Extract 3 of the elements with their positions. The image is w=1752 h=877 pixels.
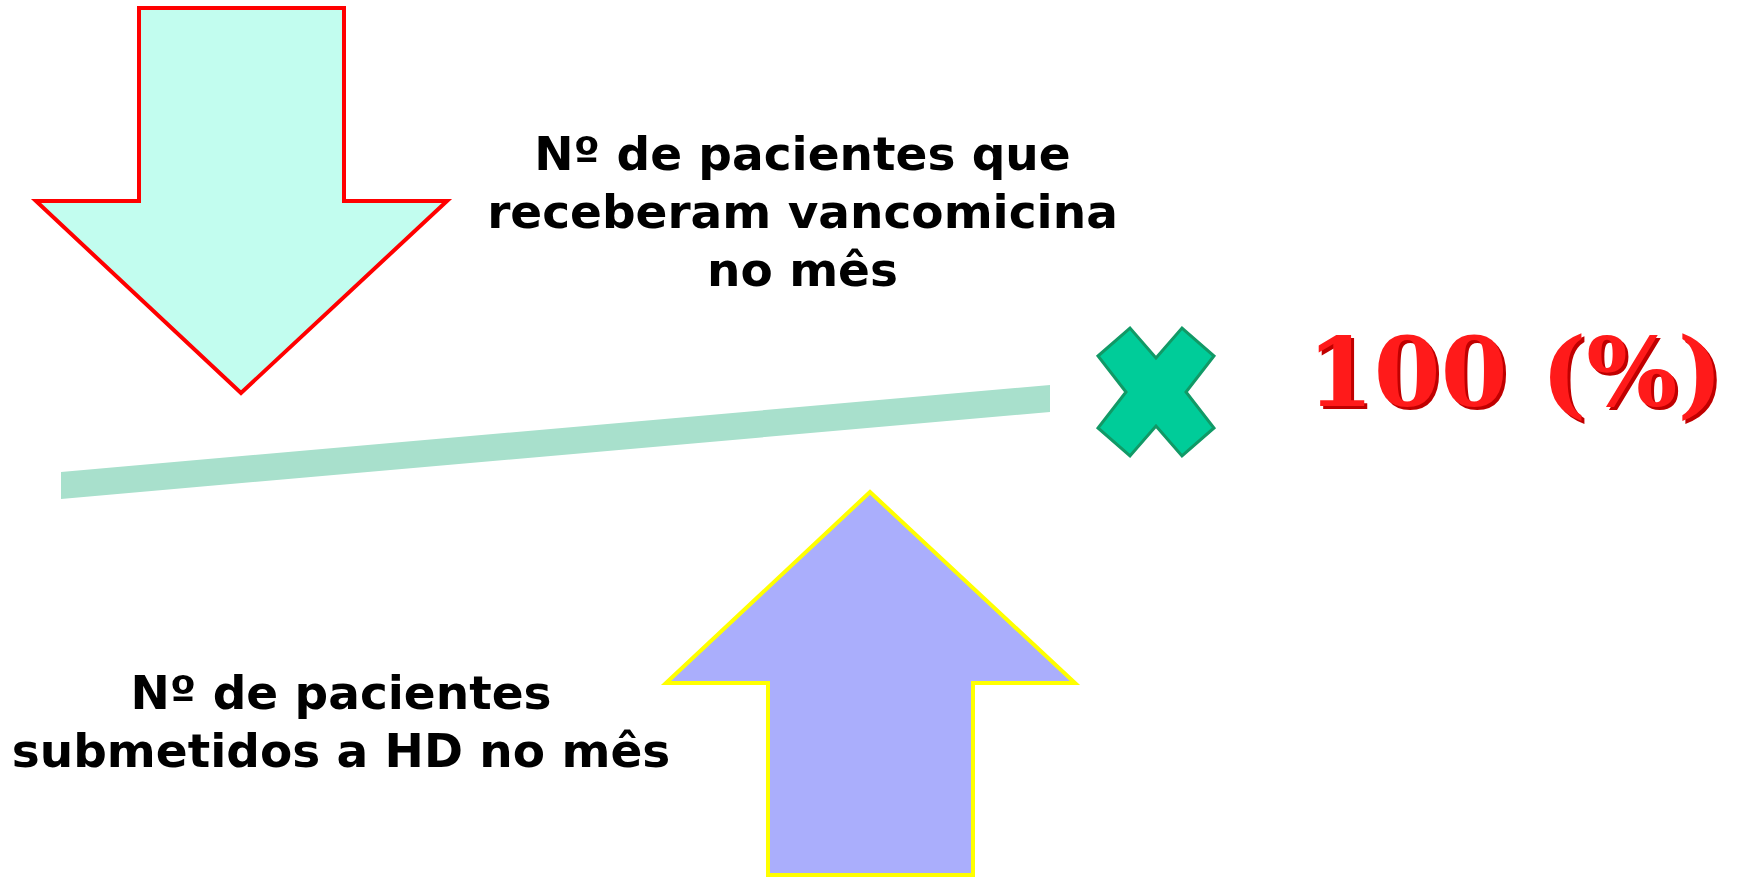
percentage-text: 100 (%) xyxy=(1306,318,1724,428)
numerator-text: Nº de pacientes que receberam vancomicina no mês xyxy=(486,125,1119,299)
denominator-text: Nº de pacientes submetidos a HD no mês xyxy=(10,664,672,780)
